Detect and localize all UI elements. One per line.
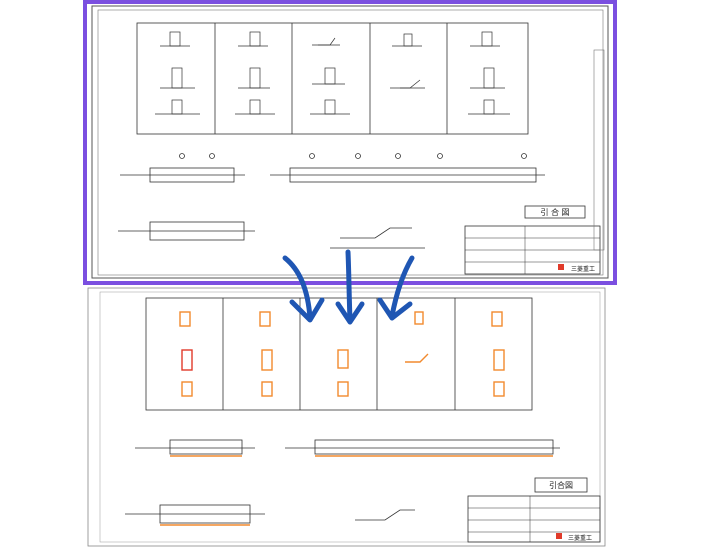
top-drawing-sheet: 引 合 図 三菱重工	[91, 5, 609, 279]
arrow-middle	[335, 249, 365, 325]
transition-arrows	[282, 249, 415, 325]
bottom-beam-elevations	[125, 439, 560, 524]
arrow-left	[282, 255, 325, 323]
bottom-drawing-sheet: 引合図 三菱重工	[87, 287, 606, 547]
bottom-detail-panels	[145, 297, 533, 411]
top-detail-panels	[136, 22, 529, 135]
bottom-title-block: 引合図 三菱重工	[467, 477, 601, 543]
top-title-block: 引 合 図 三菱重工	[464, 49, 605, 275]
top-company-label: 三菱重工	[571, 265, 595, 273]
arrow-right	[377, 255, 415, 321]
top-title-box-label: 引 合 図	[540, 207, 569, 217]
bottom-highlighted-beams	[160, 455, 553, 526]
top-beam-elevations	[118, 153, 545, 249]
bottom-title-box-label: 引合図	[549, 480, 573, 490]
top-detail-sketches	[155, 31, 510, 115]
bottom-highlighted-details	[179, 311, 505, 397]
bottom-company-label: 三菱重工	[568, 534, 592, 542]
